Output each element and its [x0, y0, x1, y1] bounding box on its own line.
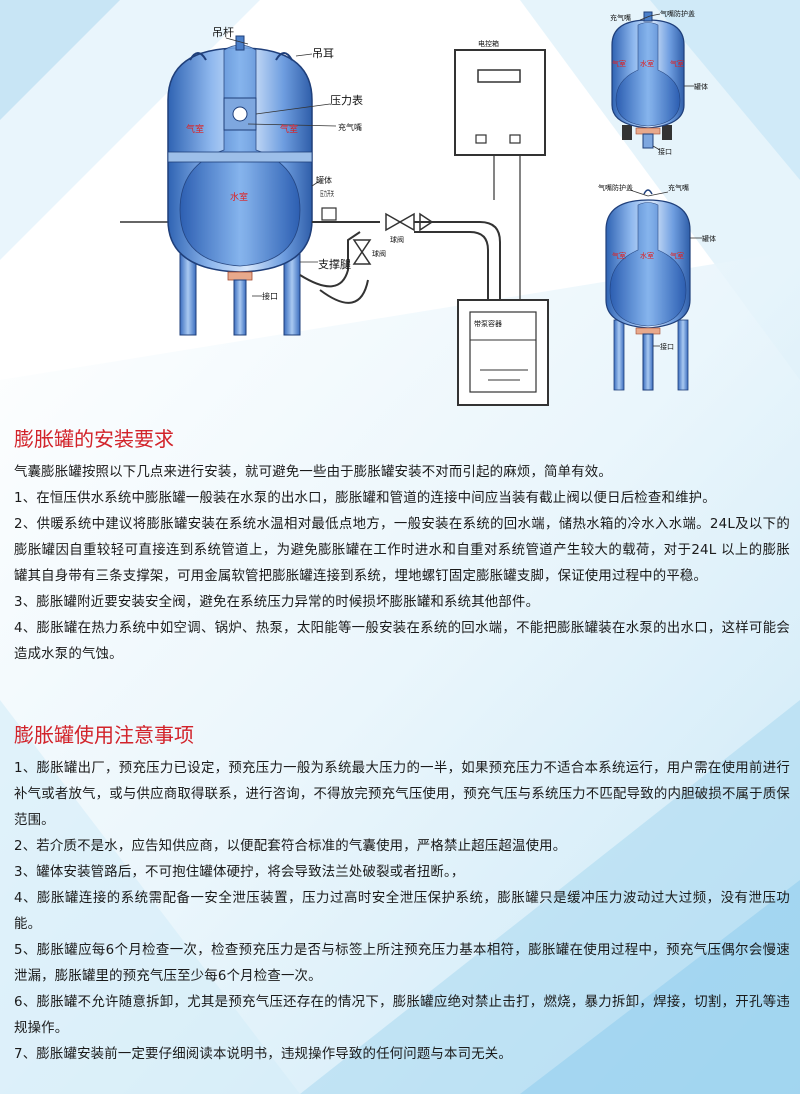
ball-valve-icon	[385, 212, 415, 232]
label-pressure-gauge: 压力表	[330, 93, 363, 107]
pump-container	[457, 299, 549, 406]
expansion-tank-diagram: 吊杆 吊耳 压力表 充气嘴 罐体 压力开关 球阀 球阀 支撑腿 接口 电控箱 带…	[120, 9, 716, 406]
label-top-valve-nozzle: 充气嘴	[610, 13, 631, 22]
label-valve-nozzle: 充气嘴	[338, 122, 362, 132]
label-bottom-nozzle-cover: 气嘴防护盖	[598, 183, 633, 192]
small-tank-leg-right	[677, 319, 689, 391]
interface-pipe	[233, 279, 247, 336]
paragraph: 气囊膨胀罐按照以下几点来进行安装，就可避免一些由于膨胀罐安装不对而引起的麻烦，简…	[14, 465, 612, 480]
label-air-chamber-left: 气室	[186, 123, 204, 135]
paragraph: 1、在恒压供水系统中膨胀罐一般装在水泵的出水口，膨胀罐和管道的连接中间应当装有截…	[14, 491, 716, 506]
paragraph: 5、膨胀罐应每6个月检查一次，检查预充压力是否与标签上所注预充压力基本相符，膨胀…	[14, 943, 790, 984]
small-tank-leg-left	[613, 319, 625, 391]
label-bottom-air-left: 气室	[612, 251, 626, 260]
label-lug: 吊耳	[312, 47, 334, 60]
label-pump-container: 带泵容器	[474, 319, 502, 328]
label-hanger: 吊杆	[212, 25, 234, 39]
label-air-chamber-right: 气室	[280, 123, 298, 135]
label-bottom-tank-body: 罐体	[702, 234, 716, 243]
label-top-water: 水室	[640, 59, 654, 68]
label-control-box: 电控箱	[478, 39, 499, 48]
label-interface: 接口	[262, 291, 278, 301]
label-bottom-water: 水室	[640, 251, 654, 260]
pressure-switch-icon	[321, 207, 337, 221]
paragraph: 7、膨胀罐安装前一定要仔细阅读本说明书，违规操作导致的任何问题与本司无关。	[14, 1047, 512, 1062]
paragraph: 1、膨胀罐出厂，预充压力已设定，预充压力一般为系统最大压力的一半，如果预充压力不…	[14, 761, 790, 828]
installation-requirements-section: 膨胀罐的安装要求 气囊膨胀罐按照以下几点来进行安装，就可避免一些由于膨胀罐安装不…	[14, 426, 790, 668]
label-bottom-valve-nozzle: 充气嘴	[668, 183, 689, 192]
control-box	[454, 49, 546, 156]
label-bottom-air-right: 气室	[670, 251, 684, 260]
paragraph: 3、罐体安装管路后，不可抱住罐体硬拧，将会导致法兰处破裂或者扭断。，	[14, 865, 465, 880]
label-top-nozzle-cover: 气嘴防护盖	[660, 9, 695, 18]
usage-notes-section: 膨胀罐使用注意事项 1、膨胀罐出厂，预充压力已设定，预充压力一般为系统最大压力的…	[14, 722, 790, 1068]
label-support-leg: 支撑腿	[318, 257, 351, 271]
label-top-interface: 接口	[658, 147, 672, 156]
label-water-chamber: 水室	[230, 191, 248, 203]
paragraph: 2、供暖系统中建议将膨胀罐安装在系统水温相对最低点地方，一般安装在系统的回水端，…	[14, 517, 790, 584]
ball-valve-icon-2	[352, 239, 372, 265]
section-title: 膨胀罐的安装要求	[14, 427, 174, 451]
label-tank-body: 罐体	[316, 175, 332, 185]
label-bottom-interface: 接口	[660, 342, 674, 351]
paragraph: 2、若介质不是水，应告知供应商，以便配套符合标准的气囊使用，严格禁止超压超温使用…	[14, 839, 567, 854]
label-top-air-left: 气室	[612, 59, 626, 68]
label-ball-valve-2: 球阀	[372, 249, 386, 258]
label-ball-valve-1: 球阀	[390, 235, 404, 244]
paragraph: 4、膨胀罐在热力系统中如空调、锅炉、热泵，太阳能等一般安装在系统的回水端，不能把…	[14, 621, 790, 662]
label-top-tank-body: 罐体	[694, 82, 708, 91]
label-top-air-right: 气室	[670, 59, 684, 68]
paragraph: 4、膨胀罐连接的系统需配备一安全泄压装置，压力过高时安全泄压保护系统，膨胀罐只是…	[14, 891, 790, 932]
section-title: 膨胀罐使用注意事项	[14, 723, 194, 747]
paragraph: 6、膨胀罐不允许随意拆卸，尤其是预充气压还存在的情况下，膨胀罐应绝对禁止击打，燃…	[14, 995, 790, 1036]
label-pressure-switch: 压力开关	[320, 189, 334, 198]
paragraph: 3、膨胀罐附近要安装安全阀，避免在系统压力异常的时候损坏膨胀罐和系统其他部件。	[14, 595, 540, 610]
